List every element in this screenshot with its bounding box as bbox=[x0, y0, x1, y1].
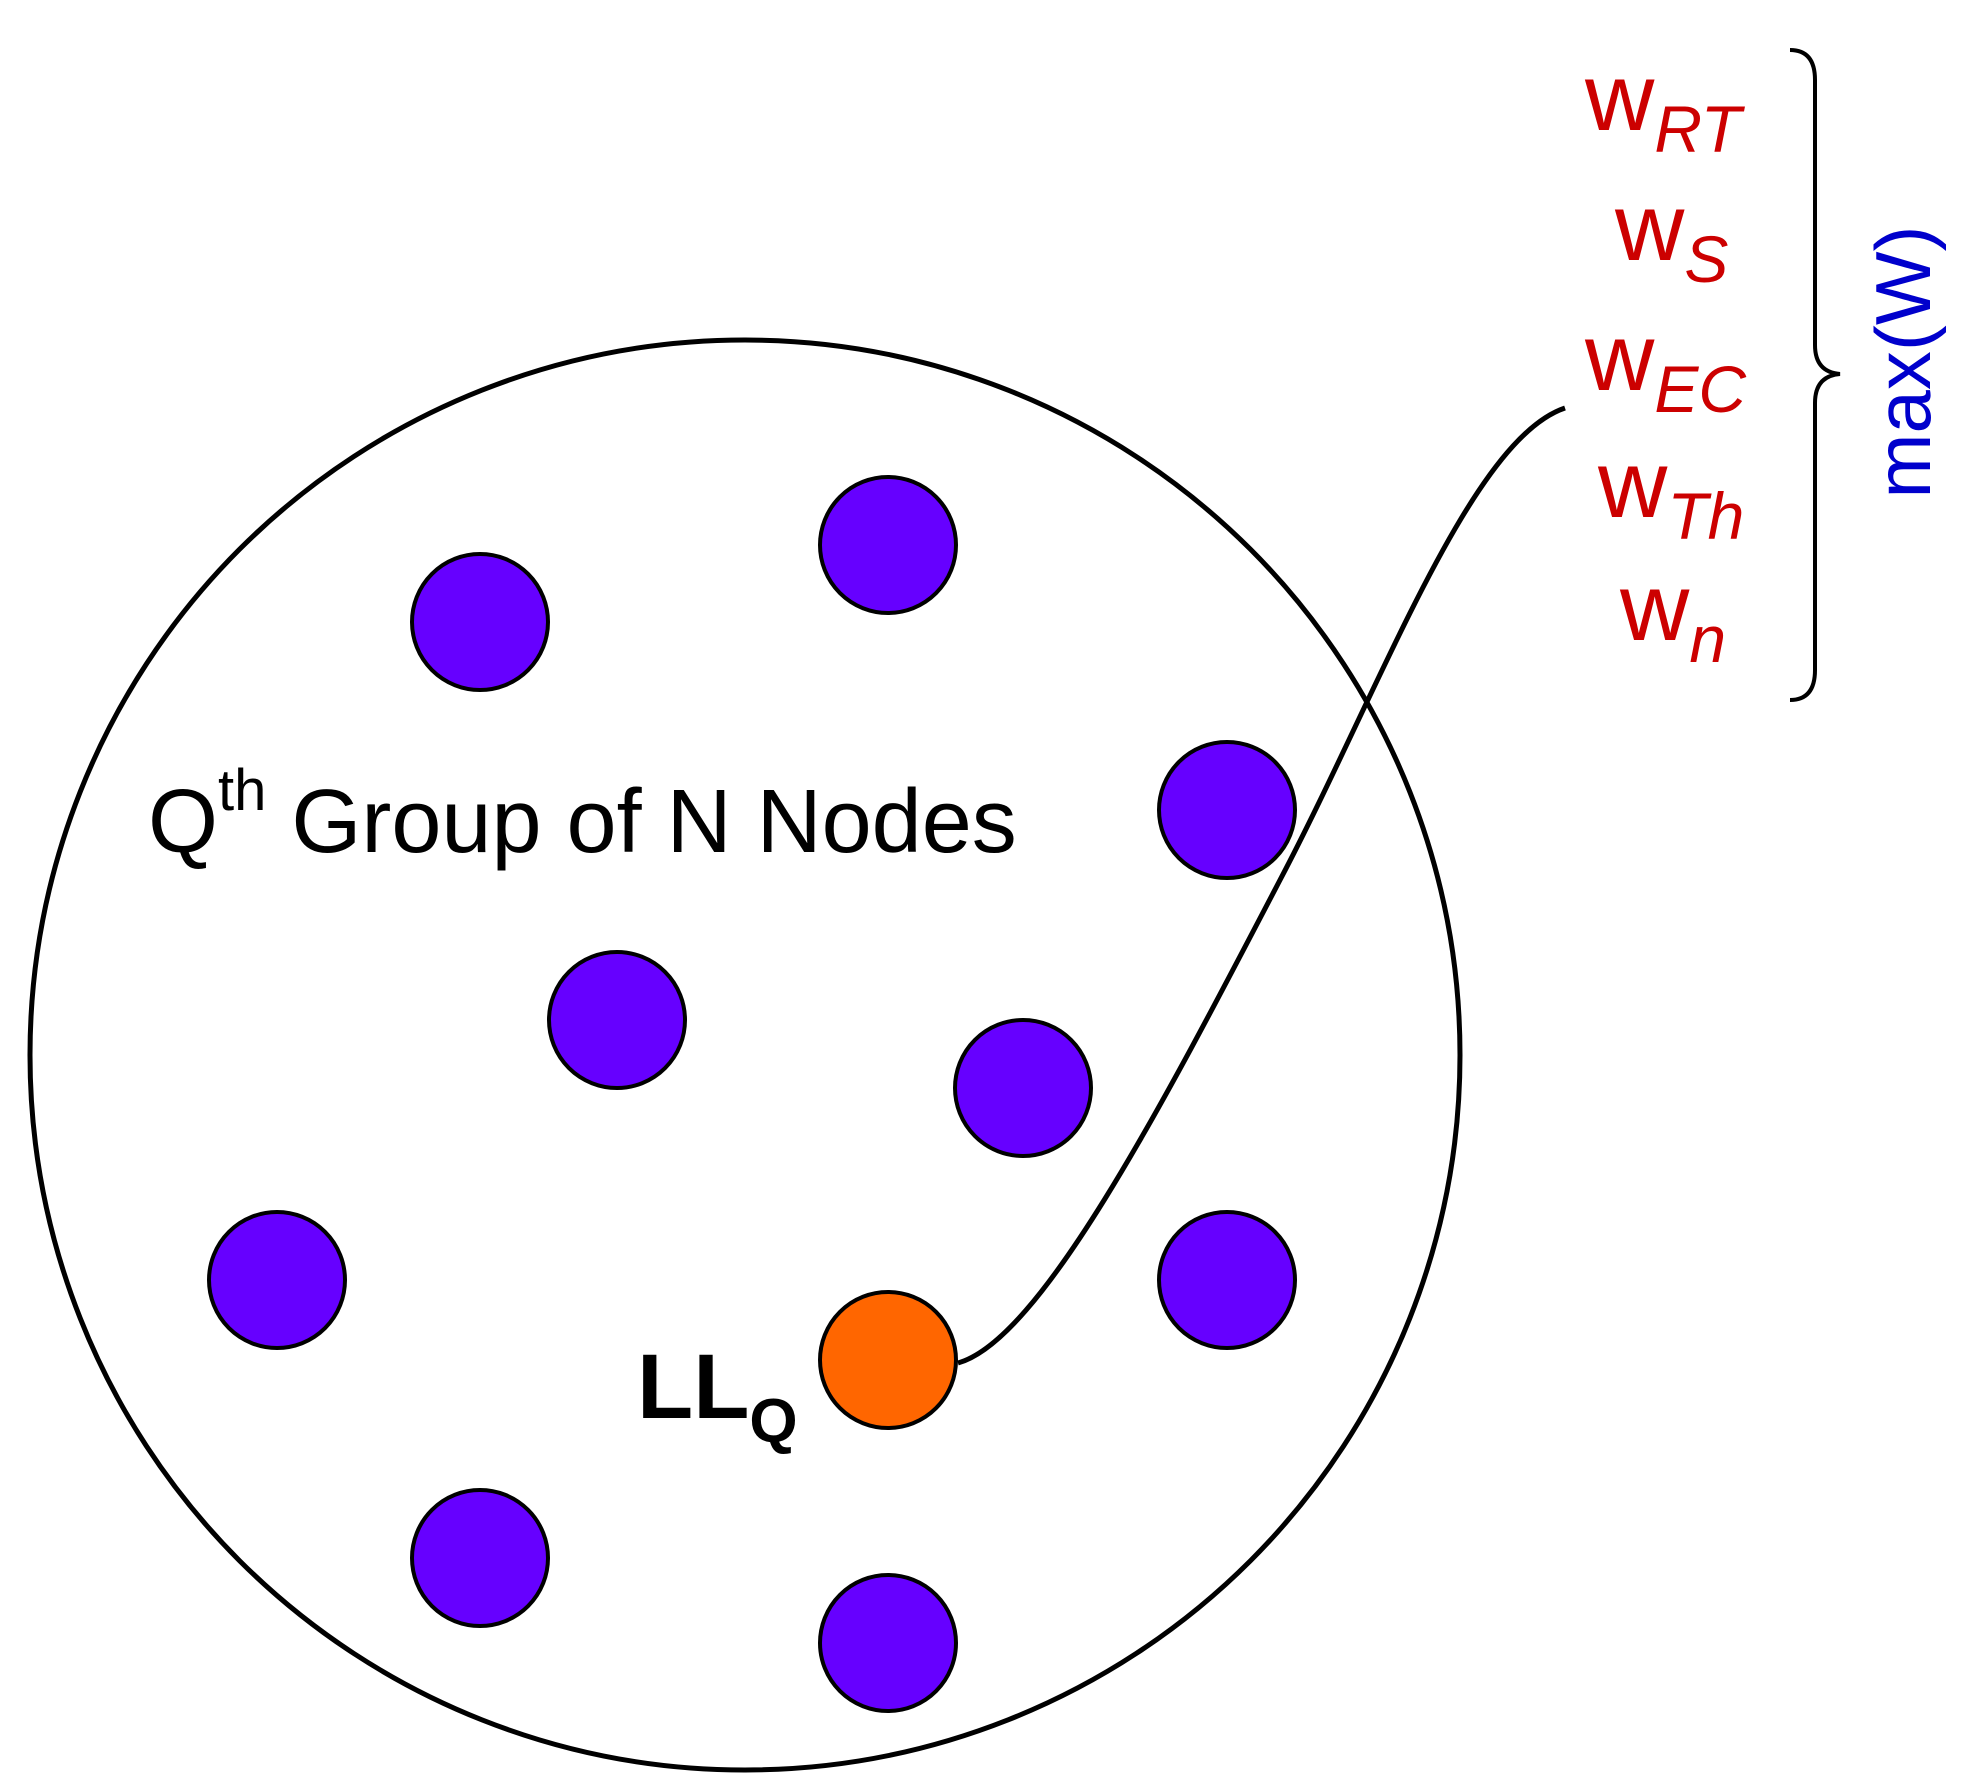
max-label: max(W) bbox=[1859, 226, 1947, 499]
curly-brace bbox=[1789, 48, 1841, 702]
group-label: Qth Group of N Nodes bbox=[148, 758, 1017, 872]
leader-label-base: LL bbox=[637, 1336, 749, 1438]
weight-item: wTh bbox=[1597, 431, 1744, 553]
group-label-base: Q bbox=[148, 772, 218, 872]
member-node bbox=[1157, 740, 1297, 880]
member-node bbox=[410, 552, 550, 692]
member-node bbox=[410, 1488, 550, 1628]
leader-node bbox=[818, 1290, 958, 1430]
group-label-sup: th bbox=[218, 758, 266, 823]
member-node bbox=[1157, 1210, 1297, 1350]
weight-item: wS bbox=[1614, 174, 1728, 296]
leader-connector bbox=[957, 405, 1566, 1366]
member-node bbox=[818, 1573, 958, 1713]
leader-label: LLQ bbox=[637, 1336, 798, 1456]
member-node bbox=[547, 950, 687, 1090]
member-nodes bbox=[207, 475, 1297, 1713]
leader-label-sub: Q bbox=[749, 1387, 797, 1456]
weight-item: wn bbox=[1619, 554, 1726, 676]
member-node bbox=[953, 1018, 1093, 1158]
member-node bbox=[818, 475, 958, 615]
member-node bbox=[207, 1210, 347, 1350]
group-label-rest: Group of N Nodes bbox=[266, 772, 1016, 872]
weights-list: wRT wS wEC wTh wn bbox=[1584, 44, 1747, 676]
weight-item: wRT bbox=[1584, 44, 1746, 166]
group-boundary bbox=[27, 337, 1463, 1773]
weight-item: wEC bbox=[1584, 304, 1747, 426]
